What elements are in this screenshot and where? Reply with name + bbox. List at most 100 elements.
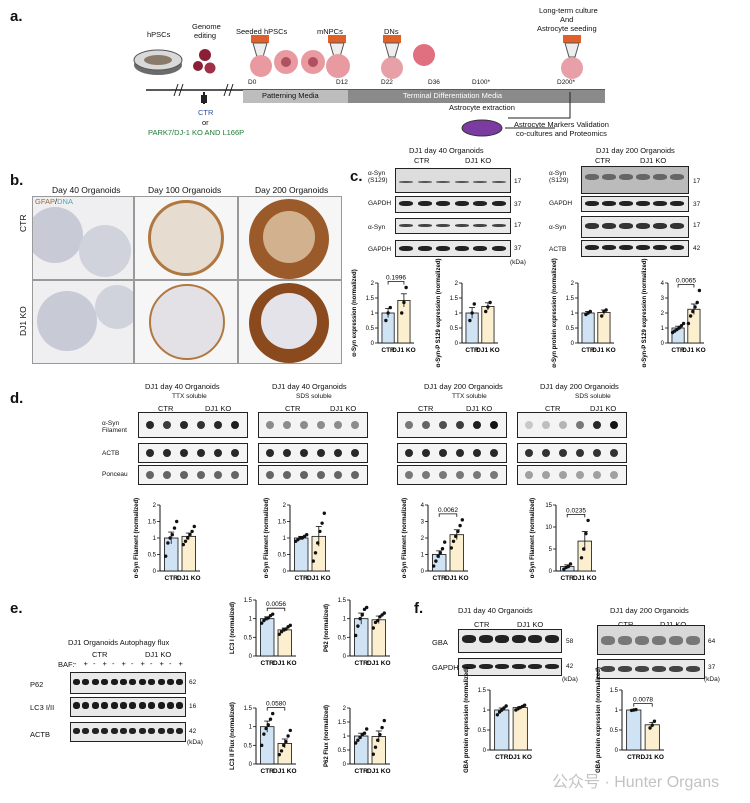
blot-band [635,636,649,645]
blot-band [473,224,487,227]
blot-band [110,679,118,685]
y-tick-label: 1.5 [148,520,157,526]
data-point [382,718,386,723]
blot-band [478,664,493,669]
protocol-timeline [133,35,605,137]
data-point [284,739,288,744]
blot-dot [317,471,325,479]
blot-band [454,246,469,251]
x-tick-label: CTR [295,575,309,582]
blot-band [619,245,633,250]
blot-dot [214,471,222,479]
blot-dot [610,421,618,429]
y-axis-label: LC3 I (normalized) [230,602,236,654]
x-tick-label: DJ1 KO [392,347,415,354]
data-point [371,752,375,756]
bar [481,305,495,344]
data-point [693,305,697,309]
y-axis-label: α-Syn-P S129 expression (normalized) [436,259,442,368]
label-terminal: Terminal Differentiation Media [403,91,503,100]
data-point [279,749,284,753]
c-kda-left: (kDa) [510,259,526,266]
blot-band [686,666,700,672]
panel-c-label: c. [350,168,363,185]
blot-band [101,679,109,685]
data-point [384,318,388,323]
y-axis-label: α-Syn Filament (normalized) [530,498,536,578]
data-point [164,554,168,558]
blot-band [129,728,137,734]
blot-band [491,246,506,251]
f-mw-37: 37 [708,664,716,671]
dot-blot-strip [517,412,627,438]
c-blot-syn-s129-d200 [581,166,689,194]
blot-band [636,223,650,229]
e-mw-62: 62 [189,679,197,686]
data-point [434,559,438,563]
data-point [188,533,192,537]
blot-dot [334,421,342,429]
y-tick-label: 1.5 [366,296,375,302]
bar [597,311,611,344]
c-row-actb-r: ACTB [549,246,567,253]
data-point [356,624,360,628]
bar [644,724,660,751]
d-ctr-3: CTR [418,404,434,413]
blot-dot [405,421,413,429]
bar [512,707,528,751]
blot-band [602,245,616,250]
label-astro-markers-1: Astrocyte Markers Validation [514,120,609,129]
data-point [192,524,196,529]
blot-band [176,728,184,734]
y-tick-label: 1.5 [278,520,287,526]
blot-band [138,679,146,685]
y-tick-label: 0.5 [148,553,157,559]
y-tick-label: 0 [549,569,553,575]
significance-bracket [566,514,586,518]
blot-dot [422,471,430,479]
y-tick-label: 0 [455,341,459,347]
y-tick-label: 0.5 [450,326,459,332]
b-stain-sep: / [55,197,58,206]
c-left-ctr: CTR [414,156,430,165]
y-tick-label: 2 [371,281,375,287]
data-point [681,321,686,326]
data-point [365,727,369,731]
blot-dot [473,449,481,457]
blot-dot [610,471,618,479]
blot-band [101,702,109,709]
blot-band [491,224,506,227]
blot-band [399,246,413,251]
blot-band [462,664,476,669]
blot-dot [559,449,567,457]
y-tick-label: 0 [343,762,347,768]
y-tick-label: 1 [371,311,375,317]
c-mw-37a: 37 [514,201,522,208]
data-point [360,613,364,617]
data-point [354,633,358,638]
blot-band [670,245,684,250]
panel-a-label: a. [10,8,23,25]
blot-dot [180,449,188,457]
blot-band [473,201,487,206]
c-row-syn: α-Syn [368,224,386,231]
data-point [354,741,358,745]
x-tick-label: DJ1 KO [177,575,200,582]
blot-band [436,246,450,251]
data-point [175,519,179,524]
x-tick-label: CTR [261,660,275,667]
significance-bracket [387,281,405,285]
blot-dot [422,449,430,457]
c-blot-gapdh-r [581,196,689,212]
data-point [472,302,476,306]
data-point [634,707,638,712]
blot-band [491,181,506,183]
x-tick-label: DJ1 KO [307,575,330,582]
data-point [404,285,408,290]
baf-sign: + [159,659,164,668]
blot-dot [610,449,618,457]
blot-band [618,666,632,672]
baf-sign: - [131,659,134,668]
watermark: 公众号 · Hunter Organs [552,774,720,791]
blot-band [454,201,469,206]
